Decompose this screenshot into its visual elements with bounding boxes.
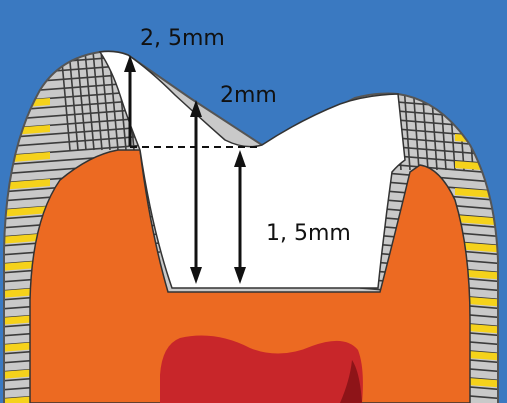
- label-top-measure: 2, 5mm: [140, 26, 225, 51]
- label-bottom-measure: 1, 5mm: [266, 221, 351, 246]
- label-middle-measure: 2mm: [220, 83, 277, 108]
